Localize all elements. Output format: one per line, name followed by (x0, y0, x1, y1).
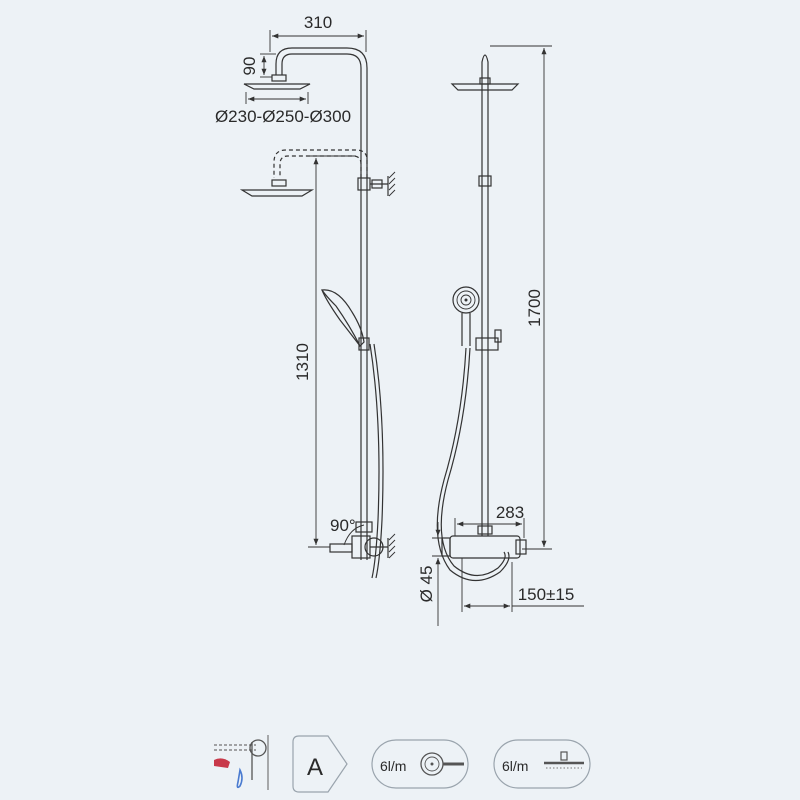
wall-bracket-top (357, 171, 396, 197)
connector-diameter-label: Ø 45 (417, 566, 436, 603)
dim-head-diameters: Ø230-Ø250-Ø300 (215, 92, 351, 126)
hand-shower-flow-label: 6l/m (380, 758, 406, 774)
diverter-icon (214, 735, 269, 790)
feature-badges: A 6l/m 6l/m (214, 735, 591, 793)
mixer-side: 90° (329, 516, 396, 559)
energy-class-icon: A (292, 735, 348, 793)
inlet-distance-label: 150±15 (518, 585, 575, 604)
head-shower-flow-badge: 6l/m (493, 739, 591, 789)
front-view: 1700 283 Ø 45 (417, 45, 584, 626)
head-shower-lowered (239, 179, 315, 197)
hand-shower-flow-badge: 6l/m (371, 739, 469, 789)
side-view: 310 90 Ø230-Ø250-Ø300 (215, 13, 396, 579)
hand-shower-front (436, 286, 510, 582)
dim-head-height: 90 (240, 53, 276, 78)
energy-class-label: A (307, 754, 323, 781)
slide-height-label: 1310 (293, 343, 312, 381)
dim-connector-diameter: Ø 45 (417, 522, 450, 626)
riser-pipe (275, 47, 368, 560)
head-shower-front (450, 77, 520, 91)
dim-total-height: 1700 (490, 45, 552, 550)
head-diameters-label: Ø230-Ø250-Ø300 (215, 107, 351, 126)
dim-inlet-distance: 150±15 (461, 558, 584, 612)
head-shower-flow-label: 6l/m (502, 758, 528, 774)
dim-mixer-width: 283 (454, 503, 525, 538)
angle-label: 90° (330, 516, 356, 535)
mixer-width-label: 283 (496, 503, 524, 522)
front-riser (481, 54, 489, 536)
dim-slide-height: 1310 (293, 155, 356, 548)
total-height-label: 1700 (525, 289, 544, 327)
head-shower-icon (544, 751, 584, 769)
hand-shower-icon (420, 752, 464, 776)
head-shower-top (243, 74, 311, 90)
lowered-arm-dashed (273, 149, 368, 178)
hand-shower-side (320, 289, 384, 579)
dim-arm-length: 310 (269, 13, 367, 52)
head-height-label: 90 (240, 57, 259, 76)
front-coupling (478, 175, 492, 187)
arm-length-label: 310 (304, 13, 332, 32)
